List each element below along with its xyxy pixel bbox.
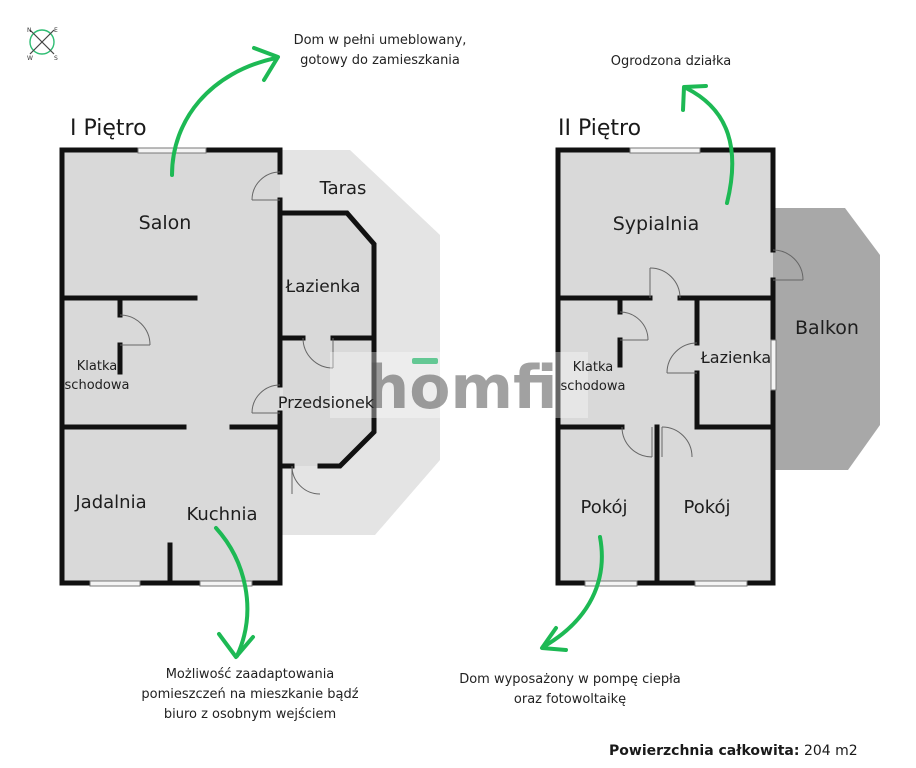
room-pokoj-2: Pokój xyxy=(683,497,730,518)
total-area-value: 204 m2 xyxy=(803,743,858,759)
floor-2-title: II Piętro xyxy=(558,116,642,141)
callout-fenced-plot: Ogrodzona działka xyxy=(586,52,756,72)
watermark: homfi xyxy=(330,352,588,423)
compass-icon: N E W S xyxy=(27,27,58,62)
room-klatka-1-line2: schodowa xyxy=(65,378,130,393)
callout-heat-pump: Dom wyposażony w pompę ciepła oraz fotow… xyxy=(440,670,700,710)
total-area: Powierzchnia całkowita: 204 m2 xyxy=(609,743,858,759)
floor-1-rooms-fill xyxy=(62,150,280,583)
callout-fenced-plot-line-1: Ogrodzona działka xyxy=(610,54,732,69)
floor-2-plan xyxy=(555,147,880,587)
room-klatka-2-line2: schodowa xyxy=(561,379,626,394)
compass-e: E xyxy=(54,27,58,34)
callout-adaptation-line-2: pomieszczeń na mieszkanie bądź xyxy=(141,687,359,702)
callout-adaptation-line-3: biuro z osobnym wejściem xyxy=(163,707,337,722)
room-jadalnia: Jadalnia xyxy=(74,492,146,513)
compass-n: N xyxy=(27,27,32,34)
callout-adaptation-line-1: Możliwość zaadaptowania xyxy=(165,667,335,682)
room-salon: Salon xyxy=(139,212,192,234)
room-lazienka-2: Łazienka xyxy=(700,348,771,367)
room-taras: Taras xyxy=(319,178,367,199)
total-area-label: Powierzchnia całkowita: xyxy=(609,743,800,759)
room-pokoj-1: Pokój xyxy=(580,497,627,518)
room-lazienka-1: Łazienka xyxy=(285,277,361,297)
room-klatka-1-line1: Klatka xyxy=(77,359,117,374)
room-kuchnia: Kuchnia xyxy=(186,504,257,525)
arrow-adaptation xyxy=(214,526,255,659)
floor-1-plan xyxy=(59,147,440,587)
room-sypialnia: Sypialnia xyxy=(613,213,700,235)
callout-heat-pump-line-1: Dom wyposażony w pompę ciepła xyxy=(459,672,681,687)
balcony-area xyxy=(773,208,880,470)
room-balkon: Balkon xyxy=(795,317,859,339)
floor-1-title: I Piętro xyxy=(70,116,147,141)
compass-s: S xyxy=(54,55,58,62)
callout-furnished-line-1: Dom w pełni umeblowany, xyxy=(293,33,467,48)
watermark-text: homfi xyxy=(367,353,558,423)
room-przedsionek: Przedsionek xyxy=(278,393,375,412)
compass-w: W xyxy=(27,55,33,62)
room-klatka-2-line1: Klatka xyxy=(573,360,613,375)
callout-heat-pump-line-2: oraz fotowoltaikę xyxy=(513,692,627,707)
callout-furnished-line-2: gotowy do zamieszkania xyxy=(300,53,460,68)
arrow-heat-pump xyxy=(540,535,604,652)
arrow-fenced-plot xyxy=(681,84,735,205)
floor-1-annex-fill xyxy=(283,213,374,466)
floor-2-rooms-fill xyxy=(558,150,773,583)
arrow-furnished xyxy=(170,46,280,177)
callout-furnished: Dom w pełni umeblowany, gotowy do zamies… xyxy=(270,31,490,71)
callout-adaptation: Możliwość zaadaptowania pomieszczeń na m… xyxy=(120,665,380,725)
